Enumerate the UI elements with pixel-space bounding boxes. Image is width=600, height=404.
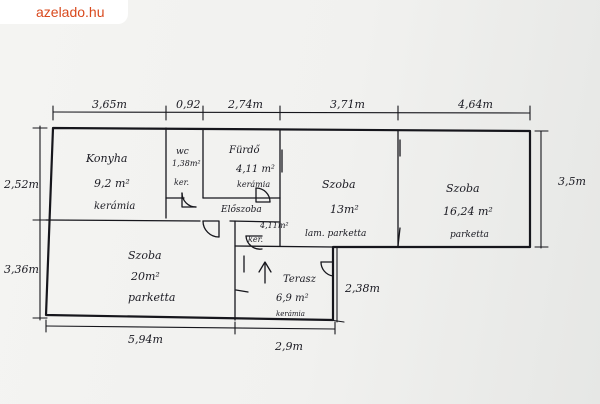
room-hall-area: 4,11m² xyxy=(259,221,289,230)
dim-top-4: 3,71m xyxy=(330,98,365,111)
dim-top-1: 3,65m xyxy=(92,98,127,111)
room-middle-name: Szoba xyxy=(322,178,356,191)
room-middle-area: 13m² xyxy=(330,203,359,216)
room-left-area: 20m² xyxy=(130,270,160,283)
room-kitchen: Konyha 9,2 m² kerámia xyxy=(85,152,135,212)
room-left-floor: parketta xyxy=(128,291,175,304)
room-terrace-name: Terasz xyxy=(283,274,317,285)
room-wc-name: wc xyxy=(176,147,189,157)
room-hall-floor: ker. xyxy=(248,235,263,244)
interior-walls xyxy=(45,127,399,321)
dim-top-5: 4,64m xyxy=(457,98,493,111)
dim-left-lower: 3,36m xyxy=(4,263,39,276)
arrow-up-icon xyxy=(258,261,272,284)
room-right-name: Szoba xyxy=(446,182,480,195)
room-right-floor: parketta xyxy=(450,230,489,240)
room-kitchen-floor: kerámia xyxy=(94,201,135,212)
dim-bottom-1: 5,94m xyxy=(128,333,163,346)
watermark-logo: azelado.hu xyxy=(0,0,128,24)
door-ticks xyxy=(235,139,401,293)
door-swings xyxy=(181,187,334,277)
room-bathroom-name: Fürdő xyxy=(228,145,261,156)
dim-top-2: 0,92 xyxy=(176,98,201,111)
room-right: Szoba 16,24 m² parketta xyxy=(443,182,493,240)
room-bathroom: Fürdő 4,11 m² kerámia xyxy=(228,145,275,189)
room-terrace: Terasz 6,9 m² kerámia xyxy=(276,274,317,318)
room-wc: wc 1,38m² ker. xyxy=(172,147,201,187)
dim-right: 3,5m xyxy=(558,175,586,188)
dim-top-3: 2,74m xyxy=(227,98,263,111)
room-middle-floor: lam. parketta xyxy=(305,229,366,239)
room-left-name: Szoba xyxy=(128,249,162,262)
room-terrace-floor: kerámia xyxy=(276,310,305,318)
room-middle: Szoba 13m² lam. parketta xyxy=(305,178,366,239)
room-hall-name: Előszoba xyxy=(220,204,262,215)
room-left: Szoba 20m² parketta xyxy=(128,249,175,304)
room-bathroom-floor: kerámia xyxy=(237,180,270,189)
dim-bottom-2: 2,9m xyxy=(274,340,303,353)
room-wc-area: 1,38m² xyxy=(172,159,201,168)
room-hall: Előszoba 4,11m² ker. xyxy=(220,204,289,244)
room-kitchen-area: 9,2 m² xyxy=(94,177,130,190)
room-terrace-area: 6,9 m² xyxy=(276,293,309,304)
dim-left-upper: 2,52m xyxy=(3,178,39,191)
room-bathroom-area: 4,11 m² xyxy=(235,164,275,175)
dim-inner-vertical: 2,38m xyxy=(344,282,380,295)
dimension-lines xyxy=(32,105,549,335)
room-kitchen-name: Konyha xyxy=(85,152,128,165)
room-wc-floor: ker. xyxy=(174,178,189,187)
room-right-area: 16,24 m² xyxy=(443,205,493,218)
